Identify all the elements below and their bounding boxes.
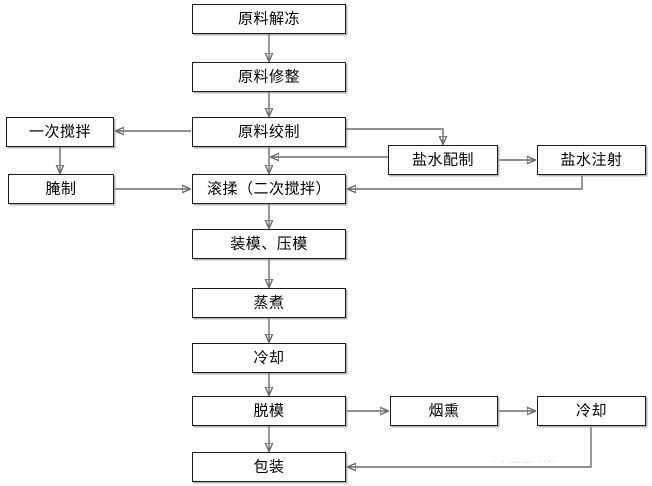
node-curing[interactable]: 腌制 (8, 174, 114, 204)
node-label: 原料绞制 (237, 122, 300, 140)
node-label: 冷却 (253, 348, 285, 366)
node-label: 冷却 (575, 401, 607, 419)
node-label: 盐水配制 (411, 150, 474, 168)
node-label: 蒸煮 (253, 293, 285, 311)
node-brine-preparation[interactable]: 盐水配制 (388, 145, 498, 175)
watermark-text: · · —— ···· (492, 455, 557, 468)
node-packaging[interactable]: 包装 (192, 452, 346, 482)
node-label: 脱模 (253, 401, 285, 419)
node-tumbling-second-mixing[interactable]: 滚揉（二次搅拌） (192, 174, 346, 204)
node-raw-material-trimming[interactable]: 原料修整 (192, 62, 346, 92)
node-raw-material-grinding[interactable]: 原料绞制 (192, 117, 346, 147)
edge-cool2-pack (348, 427, 592, 467)
node-label: 盐水注射 (560, 150, 623, 168)
node-raw-material-thawing[interactable]: 原料解冻 (192, 4, 346, 34)
node-demolding[interactable]: 脱模 (192, 396, 346, 426)
node-cooling-first[interactable]: 冷却 (192, 343, 346, 373)
node-label: 烟熏 (428, 401, 460, 419)
node-smoking[interactable]: 烟熏 (390, 396, 498, 426)
node-molding-pressing[interactable]: 装模、压模 (192, 229, 346, 259)
node-cooking[interactable]: 蒸煮 (192, 288, 346, 318)
node-brine-injection[interactable]: 盐水注射 (537, 145, 646, 175)
node-label: 原料解冻 (237, 9, 300, 27)
edge-brineinj-tumble (348, 176, 583, 189)
node-label: 一次搅拌 (28, 122, 91, 140)
node-label: 腌制 (45, 179, 77, 197)
node-label: 原料修整 (237, 67, 300, 85)
node-label: 滚揉（二次搅拌） (206, 179, 331, 197)
node-label: 包装 (253, 457, 285, 475)
edge-grind-brineprep (346, 128, 443, 144)
node-label: 装模、压模 (230, 234, 308, 252)
node-first-mixing[interactable]: 一次搅拌 (6, 117, 114, 147)
node-cooling-second[interactable]: 冷却 (537, 396, 646, 426)
